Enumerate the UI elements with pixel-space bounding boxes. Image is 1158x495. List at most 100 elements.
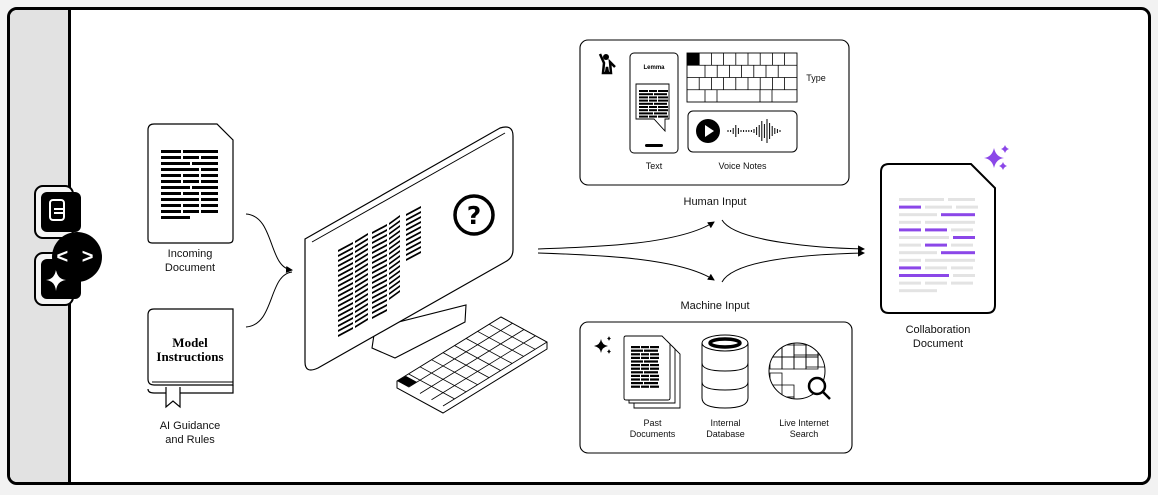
text-line xyxy=(161,156,181,159)
phone-app-name: Lemma xyxy=(643,65,665,71)
text-line xyxy=(355,268,368,278)
text-line xyxy=(355,233,368,243)
text-line xyxy=(650,364,659,367)
text-line xyxy=(389,285,400,295)
text-line xyxy=(925,228,947,232)
text-line xyxy=(389,270,400,280)
text-line xyxy=(649,90,657,92)
text-line xyxy=(951,266,973,270)
text-line xyxy=(355,303,368,313)
text-line xyxy=(639,112,653,115)
text-line xyxy=(951,281,973,285)
text-line xyxy=(389,235,400,245)
text-line xyxy=(201,192,218,195)
text-line xyxy=(372,259,387,269)
text-line xyxy=(951,243,973,247)
grid-cell xyxy=(817,354,825,368)
sparkle-icon xyxy=(594,336,611,354)
text-line xyxy=(338,307,353,317)
text-line xyxy=(389,280,400,290)
text-line xyxy=(658,115,668,118)
text-line xyxy=(183,156,199,159)
text-line xyxy=(338,242,353,252)
text-line xyxy=(925,243,947,247)
keyboard-icon xyxy=(396,316,548,414)
sparkle-accent-icon xyxy=(984,145,1009,170)
text-line xyxy=(658,106,668,108)
text-line xyxy=(355,283,368,293)
grid-line xyxy=(408,322,513,388)
text-line xyxy=(372,254,387,264)
text-line xyxy=(355,258,368,268)
keyboard-type-icon xyxy=(686,52,798,103)
machine-input-title: Machine Input xyxy=(680,300,750,312)
text-line xyxy=(201,204,218,207)
type-label: Type xyxy=(806,73,826,83)
text-line xyxy=(372,299,387,309)
text-line xyxy=(389,225,400,235)
text-line xyxy=(650,374,659,377)
text-line xyxy=(372,249,387,259)
text-line xyxy=(899,198,944,201)
text-line xyxy=(389,290,400,300)
text-line xyxy=(161,150,181,153)
text-line xyxy=(941,213,975,217)
svg-text:?: ? xyxy=(467,201,482,230)
text-line xyxy=(406,211,421,221)
text-line xyxy=(899,220,921,224)
text-line xyxy=(355,273,368,283)
text-line xyxy=(192,162,218,165)
document-icon xyxy=(41,192,81,232)
text-line xyxy=(650,367,659,370)
collaboration-document-icon xyxy=(880,145,1009,314)
text-line xyxy=(631,385,640,388)
text-line xyxy=(183,180,199,183)
voice-notes-label: Voice Notes xyxy=(718,161,767,171)
text-line xyxy=(639,90,648,92)
sidebar-tab-document[interactable] xyxy=(34,185,81,239)
text-line xyxy=(899,228,921,232)
text-line xyxy=(161,186,190,189)
text-line xyxy=(183,210,199,213)
text-line xyxy=(631,356,640,359)
text-line xyxy=(161,192,181,195)
text-line xyxy=(644,371,658,374)
panel-toggle-button[interactable]: < > xyxy=(52,232,102,282)
text-line xyxy=(161,180,181,183)
text-line xyxy=(355,298,368,308)
text-label: Text xyxy=(645,161,663,171)
text-line xyxy=(631,364,640,367)
text-line xyxy=(650,378,659,381)
text-line xyxy=(372,284,387,294)
flow-arrows xyxy=(537,219,865,283)
book-title-line2: Instructions xyxy=(156,349,223,364)
text-line xyxy=(161,198,199,201)
text-line xyxy=(641,356,649,359)
text-line xyxy=(406,241,421,251)
text-line xyxy=(644,360,658,363)
text-line xyxy=(406,246,421,256)
text-line xyxy=(338,312,353,322)
text-line xyxy=(654,93,667,96)
text-line xyxy=(899,251,937,255)
text-line xyxy=(644,349,658,352)
text-line xyxy=(338,302,353,312)
book-title-line1: Model xyxy=(172,335,208,350)
text-line xyxy=(192,186,218,189)
text-line xyxy=(338,317,353,327)
text-line xyxy=(953,274,975,277)
text-line xyxy=(644,382,658,385)
text-line xyxy=(406,236,421,246)
text-line xyxy=(389,215,400,225)
text-line xyxy=(372,239,387,249)
text-line xyxy=(639,96,648,99)
text-line xyxy=(631,382,643,385)
text-line xyxy=(899,274,949,277)
text-line xyxy=(925,258,975,262)
text-line xyxy=(406,221,421,231)
text-line xyxy=(956,205,978,209)
text-line xyxy=(389,245,400,255)
